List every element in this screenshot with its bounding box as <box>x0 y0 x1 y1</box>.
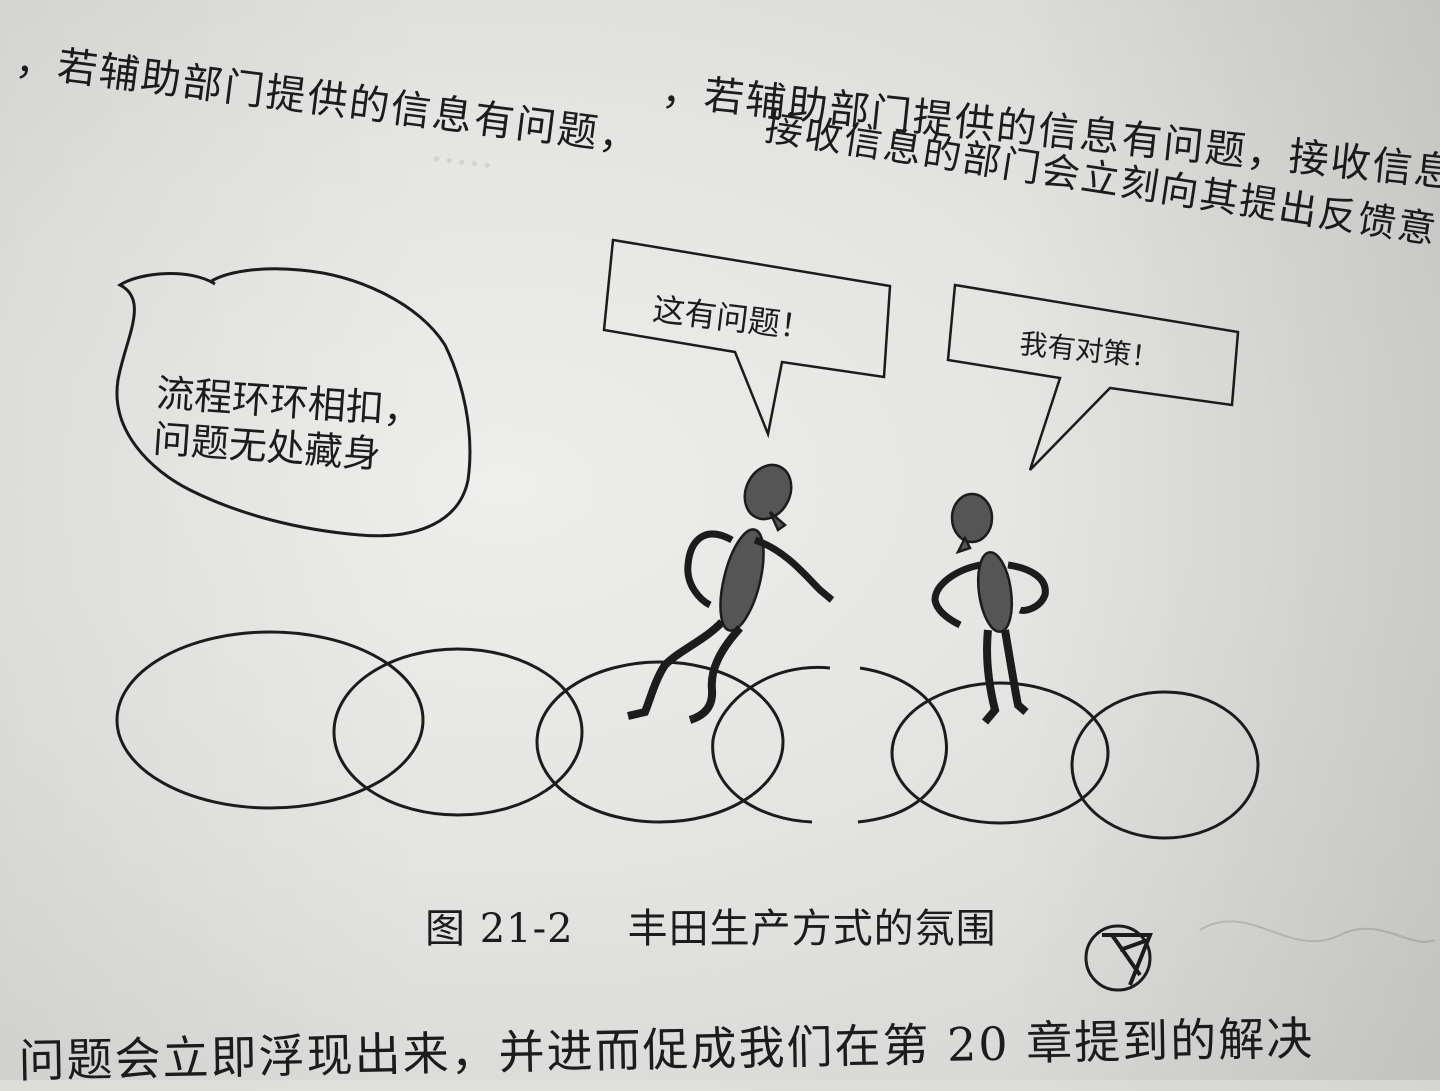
page-stamp-mark <box>1084 924 1153 992</box>
speech-bubble-right <box>946 283 1240 471</box>
figure-title: 丰田生产方式的氛围 <box>627 906 997 952</box>
cloud-caption: 流程环环相扣， 问题无处藏身 <box>152 370 424 480</box>
figure-pointing-person <box>627 463 835 724</box>
speech-bubble-left <box>602 238 892 439</box>
figure-standing-person <box>931 492 1049 725</box>
chain-ring-5 <box>890 681 1110 825</box>
figure-caption: 图 21-2 丰田生产方式的氛围 <box>425 896 997 954</box>
chain-ring-3 <box>535 660 785 824</box>
chain-ring-6 <box>1070 690 1260 840</box>
chain-ring-4-broken <box>711 665 948 824</box>
figure-number: 图 21-2 <box>425 906 574 952</box>
chain-ring-1 <box>115 630 425 810</box>
thought-cloud <box>115 267 472 538</box>
chain-ring-2 <box>332 647 584 817</box>
pencil-scribble <box>1199 920 1436 943</box>
